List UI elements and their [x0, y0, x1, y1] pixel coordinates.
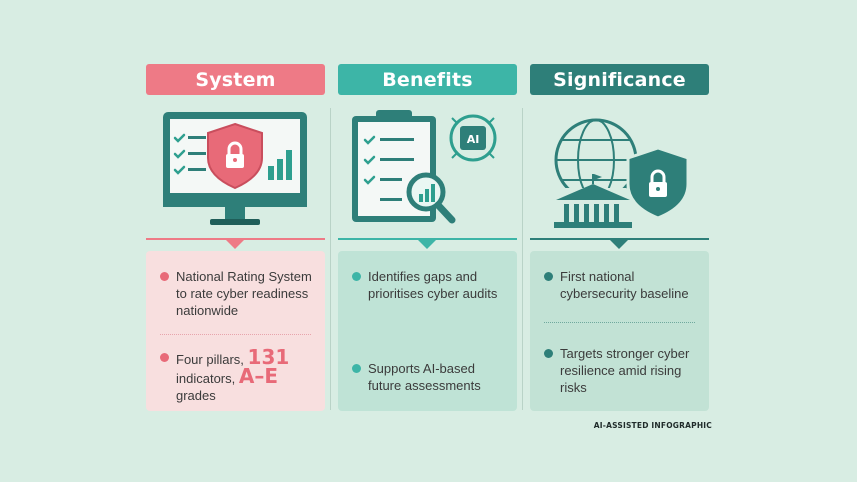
significance-card: First national cybersecurity baseline Ta…: [530, 251, 709, 411]
system-separator: [146, 238, 325, 240]
benefits-caret: [418, 240, 436, 249]
item-text: National Rating System to rate cyber rea…: [176, 269, 312, 318]
benefits-card: Identifies gaps and prioritises cyber au…: [338, 251, 517, 411]
globe-government-shield-icon: [530, 104, 709, 234]
system-caret: [226, 240, 244, 249]
list-item: National Rating System to rate cyber rea…: [160, 268, 315, 319]
system-card: National Rating System to rate cyber rea…: [146, 251, 325, 411]
significance-column: Significance: [530, 64, 709, 411]
bullet-dot: [544, 349, 553, 358]
list-item: Supports AI-based future assessments: [352, 360, 507, 394]
bullet-dot: [352, 364, 361, 373]
dotted-divider: [544, 322, 695, 323]
item-text: Identifies gaps and prioritises cyber au…: [368, 269, 498, 301]
bullet-dot: [352, 272, 361, 281]
item-text-part: grades: [176, 388, 216, 403]
bullet-dot: [544, 272, 553, 281]
significance-header: Significance: [530, 64, 709, 95]
dotted-divider: [160, 334, 311, 335]
item-text: Supports AI-based future assessments: [368, 361, 481, 393]
significance-separator: [530, 238, 709, 240]
significance-caret: [610, 240, 628, 249]
item-text: First national cybersecurity baseline: [560, 269, 689, 301]
system-column: System: [146, 64, 325, 411]
system-header: System: [146, 64, 325, 95]
grade-range: A–E: [238, 364, 279, 388]
item-text-part: Four pillars,: [176, 352, 248, 367]
benefits-separator: [338, 238, 517, 240]
list-item: First national cybersecurity baseline: [544, 268, 699, 302]
monitor-shield-checklist-icon: [146, 104, 325, 234]
item-text: Targets stronger cyber resilience amid r…: [560, 346, 690, 395]
indicator-count: 131: [247, 345, 290, 369]
item-text-part: indicators,: [176, 371, 239, 386]
list-item: Identifies gaps and prioritises cyber au…: [352, 268, 507, 302]
bullet-dot: [160, 272, 169, 281]
list-item: Four pillars, 131 indicators, A–E grades: [160, 347, 315, 404]
ai-badge-text: AI: [467, 133, 480, 146]
clipboard-magnifier-ai-icon: AI: [338, 104, 517, 234]
benefits-header: Benefits: [338, 64, 517, 95]
column-divider: [330, 108, 331, 410]
benefits-column: Benefits AI: [338, 64, 517, 411]
item-text: Four pillars, 131 indicators, A–E grades: [160, 347, 315, 404]
bullet-dot: [160, 353, 169, 362]
list-item: Targets stronger cyber resilience amid r…: [544, 345, 699, 396]
column-divider: [522, 108, 523, 410]
footer-label: AI-ASSISTED INFOGRAPHIC: [593, 421, 712, 430]
